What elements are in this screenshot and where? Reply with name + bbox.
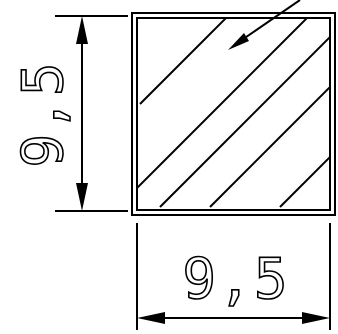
leader-arrow bbox=[228, 0, 301, 50]
horizontal-dimension-value: 9,5 bbox=[182, 247, 289, 312]
section-hatching bbox=[137, 18, 330, 208]
section-outer-outline bbox=[131, 12, 336, 216]
section-inner-outline bbox=[136, 17, 331, 211]
horizontal-dimension bbox=[136, 223, 331, 330]
vertical-dimension bbox=[55, 15, 128, 212]
vertical-dimension-value: 9,5 bbox=[11, 60, 76, 167]
